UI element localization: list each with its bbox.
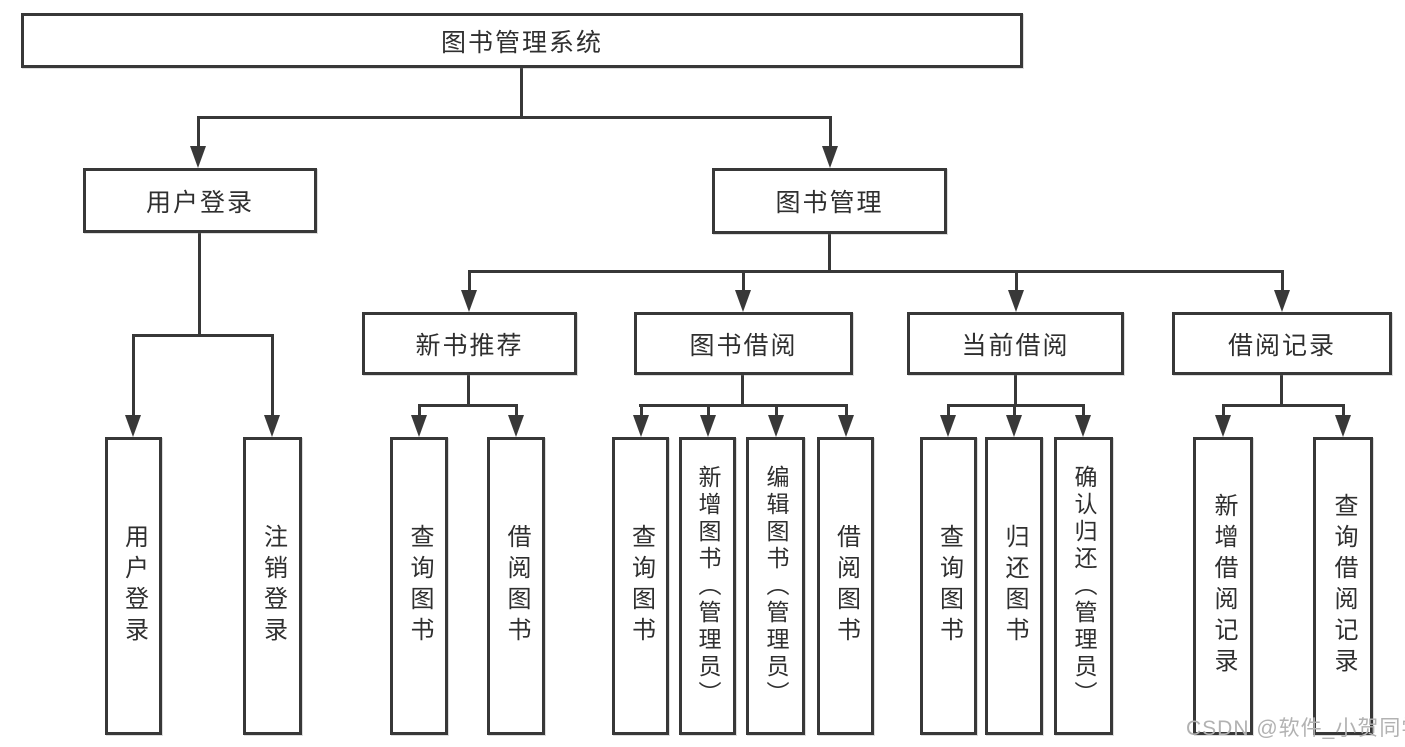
connector-drop [271,334,274,416]
connector-drop [1281,270,1284,293]
leaf-logout: 注销登录 [243,437,302,735]
connector-group-bus [639,404,847,407]
connector-root-stub [520,66,523,119]
connector-drop [845,404,848,417]
arrowhead-down-icon [768,415,784,437]
arrowhead-down-icon [125,415,141,437]
connector-drop [132,334,135,416]
connector-level3-bus [468,270,1284,273]
arrowhead-down-icon [1335,415,1351,437]
leaf-borrow-books-recommend: 借阅图书 [487,437,545,735]
connector-drop [947,404,950,417]
node-current-borrowing: 当前借阅 [907,312,1124,375]
connector-drop [1222,404,1225,417]
connector-drop [1015,270,1018,293]
connector-level2-bus [198,116,832,119]
arrowhead-down-icon [508,415,524,437]
connector-drop [707,404,710,417]
arrowhead-down-icon [1274,290,1290,312]
node-borrowing-records: 借阅记录 [1172,312,1392,375]
arrowhead-down-icon [822,146,838,168]
connector-group-bus [418,404,518,407]
node-book-management-system: 图书管理系统 [21,13,1023,68]
node-book-borrowing: 图书借阅 [634,312,853,375]
connector-bookmgmt-stub [828,232,831,273]
arrowhead-down-icon [633,415,649,437]
connector-drop [1342,404,1345,417]
arrowhead-down-icon [700,415,716,437]
leaf-user-login: 用户登录 [105,437,162,735]
connector-userlogin-stub [198,230,201,337]
arrowhead-down-icon [264,415,280,437]
node-user-login: 用户登录 [83,168,317,233]
connector-group-bus [1222,404,1344,407]
connector-group-stub [1280,373,1283,407]
arrowhead-down-icon [190,146,206,168]
connector-drop [418,404,421,417]
leaf-add-book-admin: 新增图书（管理员） [679,437,736,735]
arrowhead-down-icon [1008,290,1024,312]
connector-group-bus [132,334,274,337]
leaf-borrow-books-borrowing: 借阅图书 [817,437,874,735]
leaf-query-books-borrowing: 查询图书 [612,437,669,735]
leaf-add-borrow-record: 新增借阅记录 [1193,437,1253,735]
arrowhead-down-icon [411,415,427,437]
node-book-management: 图书管理 [712,168,947,234]
leaf-query-borrow-record: 查询借阅记录 [1313,437,1373,735]
connector-drop [515,404,518,417]
arrowhead-down-icon [838,415,854,437]
connector-drop [775,404,778,417]
connector-drop [829,116,832,150]
node-new-book-recommendation: 新书推荐 [362,312,577,375]
leaf-edit-book-admin: 编辑图书（管理员） [746,437,805,735]
leaf-confirm-return-admin: 确认归还（管理员） [1054,437,1113,735]
arrowhead-down-icon [940,415,956,437]
arrowhead-down-icon [1006,415,1022,437]
connector-group-stub [467,373,470,407]
connector-drop [197,116,200,150]
arrowhead-down-icon [1215,415,1231,437]
connector-group-bus [947,404,1085,407]
watermark: CSDN @软件_小贺同学 [1186,717,1405,740]
leaf-query-books-recommend: 查询图书 [390,437,448,735]
leaf-query-books-current: 查询图书 [920,437,977,735]
connector-drop [742,270,745,293]
arrowhead-down-icon [461,290,477,312]
leaf-return-books: 归还图书 [985,437,1043,735]
arrowhead-down-icon [735,290,751,312]
connector-drop [640,404,643,417]
connector-drop [1013,404,1016,417]
connector-drop [468,270,471,293]
connector-group-stub [1014,373,1017,407]
connector-group-stub [741,373,744,407]
arrowhead-down-icon [1075,415,1091,437]
connector-drop [1082,404,1085,417]
